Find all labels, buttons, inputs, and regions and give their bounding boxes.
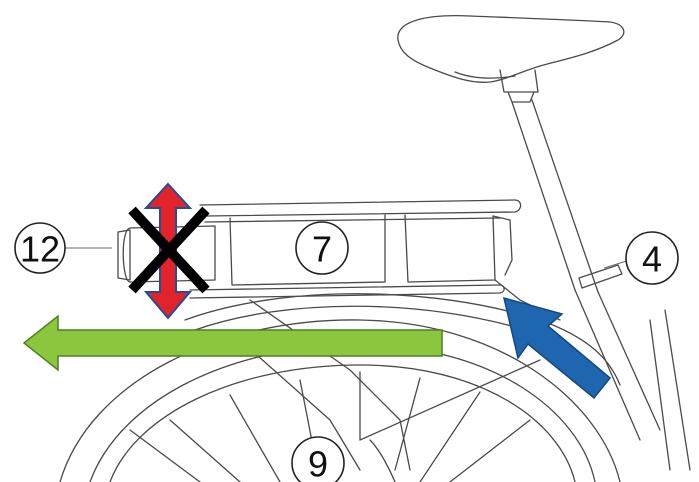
callout-battery-number: 12 [20, 229, 60, 270]
callout-rack-bag-number: 7 [312, 229, 332, 270]
callout-rear-wheel: 9 [291, 436, 345, 482]
seat-post [511, 99, 691, 471]
left-arrow-icon [22, 314, 443, 372]
saddle [397, 14, 625, 103]
callout-seat-post-number: 4 [642, 239, 662, 280]
callout-seat-post: 4 [603, 231, 679, 285]
callout-battery: 12 [14, 222, 112, 274]
fender [184, 293, 621, 386]
rear-rack [189, 199, 561, 471]
callout-rear-wheel-number: 9 [308, 444, 328, 482]
rear-wheel [59, 319, 621, 482]
callout-rack-bag: 7 [295, 221, 349, 275]
battery [117, 225, 216, 283]
cross-mark-icon [128, 206, 210, 294]
diagonal-arrow-icon [502, 296, 612, 400]
